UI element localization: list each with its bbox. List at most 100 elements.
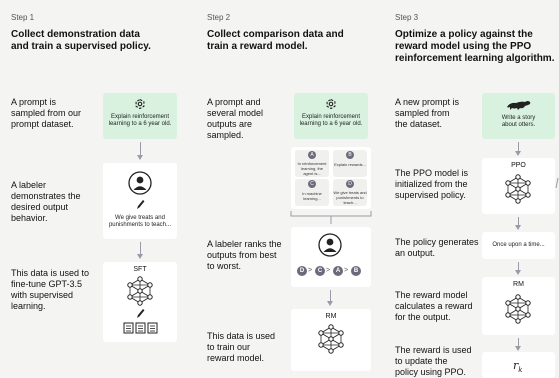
step3-desc-output: The policy generates an output. <box>395 237 483 259</box>
option-line: teach... <box>343 200 357 205</box>
desc-line: calculates a reward <box>395 301 473 311</box>
network-node <box>525 192 531 198</box>
network-node <box>147 294 153 300</box>
step3-output-card: Once upon a time... <box>482 232 555 259</box>
desc-line: sampled from our <box>11 108 82 118</box>
rank-letter: C <box>317 268 323 274</box>
reward-r: r <box>513 359 519 372</box>
desc-line: The policy generates <box>395 237 479 247</box>
desc-line: A labeler <box>11 180 47 190</box>
step2-desc-train: This data is used to train our reward mo… <box>207 331 287 364</box>
prompt-text: Explain reinforcement learning to a 6 ye… <box>294 114 368 128</box>
rank-badge: B <box>351 266 361 276</box>
option-line: We give treats and <box>333 190 367 195</box>
neural-network-icon <box>127 276 153 306</box>
step3-desc-update: The reward is used to update the policy … <box>395 345 483 378</box>
pencil-icon <box>137 200 145 209</box>
rank-letter: B <box>353 268 359 274</box>
option-line: In machine <box>302 191 322 196</box>
step3-desc-ppo: The PPO model is initialized from the su… <box>395 168 483 201</box>
desc-line: A prompt and <box>207 97 261 107</box>
otter-icon <box>507 101 531 110</box>
rm-label: RM <box>325 313 337 320</box>
option-text: In machine learning... <box>295 191 329 201</box>
step1-demo-card: We give treats and punishments to teach.… <box>103 163 177 239</box>
network-node <box>147 282 153 288</box>
step1-desc-finetune: This data is used to fine-tune GPT-3.5 w… <box>11 268 103 312</box>
flow-arrow <box>137 142 143 160</box>
step3-desc-prompt: A new prompt is sampled from the dataset… <box>395 97 480 130</box>
desc-line: to update the <box>395 356 448 366</box>
labeler-person-icon <box>318 233 342 257</box>
option-letter: B <box>348 151 352 158</box>
desc-line: The PPO model is <box>395 168 469 178</box>
step1-prompt-card: Explain reinforcement learning to a 6 ye… <box>103 93 177 139</box>
option-line: In reinforcement <box>297 161 327 166</box>
rank-badge: D <box>297 266 307 276</box>
network-node <box>137 276 143 282</box>
network-node <box>525 312 531 318</box>
output-option-d: D We give treats and punishments to teac… <box>333 179 367 206</box>
desc-line: This data is used to <box>11 268 90 278</box>
desc-line: The reward model <box>395 290 468 300</box>
step3-prompt-card: Write a story about otters. <box>482 93 555 139</box>
desc-line: behavior. <box>11 213 48 223</box>
step2-desc-sample: A prompt and several model outputs are s… <box>207 97 287 141</box>
prompt-line: Write a story <box>501 115 536 121</box>
neural-network-icon <box>318 324 344 354</box>
option-text: In reinforcement learning, the agent is.… <box>295 161 329 176</box>
bracket-connector <box>290 211 372 224</box>
network-node <box>137 288 143 294</box>
openai-logo-icon <box>135 98 145 110</box>
step2-rm-card: RM <box>291 309 371 371</box>
output-text: Once upon a time... <box>492 242 545 248</box>
flow-arrow <box>137 242 143 259</box>
ranking-row: D > C > A > B <box>295 266 367 277</box>
demo-text: We give treats and punishments to teach.… <box>103 215 177 229</box>
step1-title-line: and train a supervised policy. <box>11 41 151 52</box>
output-option-b: B Explain rewards... <box>333 150 367 177</box>
badge-icon <box>346 180 354 188</box>
openai-logo-icon <box>326 98 336 110</box>
step1-label: Step 1 <box>11 13 35 22</box>
option-line: Explain rewards... <box>334 162 366 167</box>
desc-line: demonstrates the <box>11 191 81 201</box>
desc-line: sampled from <box>395 108 450 118</box>
ppo-label: PPO <box>511 162 526 169</box>
rank-letter: A <box>335 268 341 274</box>
network-node <box>318 330 324 336</box>
step2-desc-rank: A labeler ranks the outputs from best to… <box>207 239 292 272</box>
step2-title-line: train a reward model. <box>207 41 308 52</box>
step3-label: Step 3 <box>395 13 419 22</box>
network-node <box>505 312 511 318</box>
desc-line: to worst. <box>207 261 242 271</box>
badge-icon <box>308 180 316 188</box>
desc-line: initialized from the <box>395 179 468 189</box>
network-node <box>525 300 531 306</box>
step2-title: Collect comparison data and train a rewa… <box>207 29 377 53</box>
option-line: learning, the <box>300 166 323 171</box>
desc-line: A new prompt is <box>395 97 460 107</box>
network-node <box>525 180 531 186</box>
desc-line: supervised policy. <box>395 190 466 200</box>
neural-network-icon <box>505 174 531 204</box>
step3-panel: Step 3 Optimize a policy against the rew… <box>378 0 559 378</box>
rank-badge: C <box>315 266 325 276</box>
prompt-text: Write a story about otters. <box>482 115 555 129</box>
option-letter: D <box>348 180 352 187</box>
flow-arrow <box>515 142 521 156</box>
desc-line: outputs from best <box>207 250 277 260</box>
network-node <box>515 198 521 204</box>
network-node <box>137 300 143 306</box>
output-option-a: A In reinforcement learning, the agent i… <box>295 150 329 177</box>
network-node <box>338 330 344 336</box>
option-text: Explain rewards... <box>333 162 367 167</box>
labeler-person-icon <box>128 171 152 195</box>
document-stack-icon <box>123 322 158 334</box>
desc-line: reward model. <box>207 353 265 363</box>
rank-letter: D <box>299 268 305 274</box>
step1-panel: Step 1 Collect demonstration data and tr… <box>0 0 190 378</box>
network-node <box>515 294 521 300</box>
desc-line: A labeler ranks the <box>207 239 282 249</box>
prompt-line: Explain reinforcement <box>110 114 170 120</box>
